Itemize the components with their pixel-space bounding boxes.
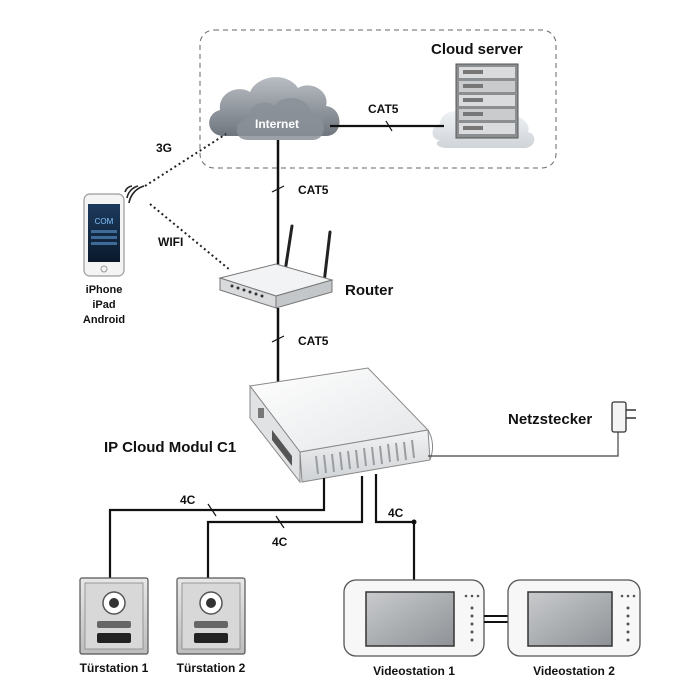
cat5-label-router: CAT5	[298, 183, 329, 197]
cloud-region: Cloud server	[199, 29, 557, 169]
phone-screen-text: COM	[95, 217, 114, 226]
mobile-label-ipad: iPad	[92, 299, 115, 311]
video-station-1-label: Videostation 1	[373, 664, 455, 678]
ip-cloud-module-icon: IP Cloud Modul C1	[104, 367, 434, 484]
door-station-1-label: Türstation 1	[80, 661, 149, 675]
3g-label: 3G	[156, 141, 172, 155]
internet-cloud-icon: Internet	[209, 77, 340, 140]
router-label: Router	[345, 282, 393, 299]
cat5-label-module: CAT5	[298, 334, 329, 348]
wifi-label: WIFI	[158, 235, 183, 249]
4c-label-door2: 4C	[272, 535, 288, 549]
module-label: IP Cloud Modul C1	[104, 439, 236, 456]
station-wiring: 4C 4C 4C	[108, 474, 417, 580]
door-station-2-icon: Türstation 2	[176, 577, 246, 675]
video-station-2-icon: Videostation 2	[507, 579, 641, 678]
power-plug-icon: Netzstecker	[428, 401, 636, 457]
video-station-2-label: Videostation 2	[533, 664, 615, 678]
video-station-1-icon: Videostation 1	[343, 579, 485, 678]
mobile-label-iphone: iPhone	[86, 284, 123, 296]
video-station-link	[484, 615, 508, 623]
link-internet-cloud: CAT5	[330, 102, 444, 132]
4c-label-video: 4C	[388, 506, 404, 520]
wireless-links: 3G WIFI	[144, 133, 231, 271]
smartphone-icon: COM iPhone iPad Android	[83, 185, 145, 326]
router-icon: Router	[218, 224, 393, 309]
internet-label: Internet	[255, 117, 299, 131]
server-rack-icon	[432, 63, 535, 148]
power-label: Netzstecker	[508, 411, 592, 428]
door-station-2-label: Türstation 2	[177, 661, 246, 675]
cloud-server-title: Cloud server	[431, 41, 523, 58]
door-station-1-icon: Türstation 1	[79, 577, 149, 675]
link-router-module: CAT5	[271, 308, 329, 382]
mobile-label-android: Android	[83, 314, 125, 326]
link-internet-router: CAT5	[271, 140, 329, 270]
4c-label-door1: 4C	[180, 493, 196, 507]
cat5-label-cloud: CAT5	[368, 102, 399, 116]
